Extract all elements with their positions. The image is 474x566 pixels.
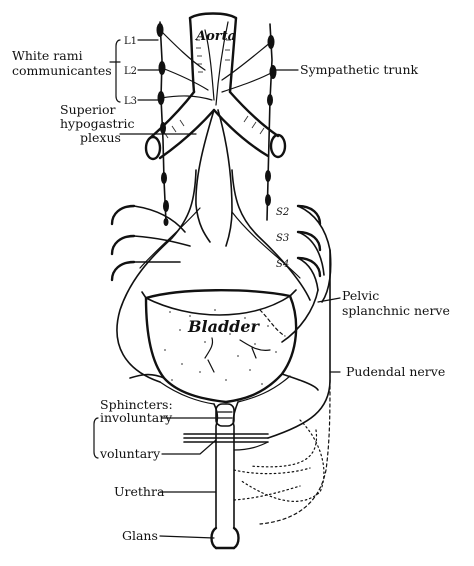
left-sacral-roots [110, 204, 191, 282]
s2-label: S2 [276, 207, 289, 218]
s4-label: S4 [276, 259, 289, 270]
glans [210, 526, 240, 550]
s3-label: S3 [276, 233, 289, 244]
white-rami-fibres [159, 21, 274, 106]
bladder-neck [129, 373, 319, 405]
white-rami-label-line2: communicantes [12, 63, 112, 78]
involuntary-label: involuntary [100, 410, 173, 425]
l3-label: L3 [124, 96, 137, 107]
right-sympathetic-chain [265, 23, 277, 221]
pelvic-splanchnic-label-line1: Pelvic [342, 288, 379, 303]
glans-label: Glans [122, 528, 158, 543]
urethra-label: Urethra [114, 484, 165, 499]
voluntary-sphincter [183, 433, 269, 443]
sphincters-label: Sphincters: [100, 397, 173, 412]
urethra-branch-nerves [233, 441, 311, 501]
leader-lines [93, 39, 341, 539]
pudendal-nerve-label: Pudendal nerve [346, 364, 445, 379]
voluntary-label: voluntary [99, 446, 161, 461]
l2-label: L2 [124, 66, 137, 77]
aorta-label: Aorta [194, 29, 236, 44]
pelvic-nerve-outline [116, 169, 311, 383]
hypogastric-nerves [139, 109, 301, 279]
right-sacral-roots [281, 204, 332, 343]
superior-hypogastric-label-line3: plexus [80, 130, 121, 145]
pelvic-splanchnic-label-line2: splanchnic nerve [342, 303, 450, 318]
l1-label: L1 [124, 36, 137, 47]
left-sympathetic-chain [156, 21, 169, 226]
superior-hypogastric-label-line1: Superior [60, 102, 116, 117]
white-rami-label-line1: White rami [12, 48, 83, 63]
bladder [141, 289, 298, 404]
sympathetic-trunk-label: Sympathetic trunk [300, 62, 418, 77]
bladder-label: Bladder [187, 317, 261, 336]
urethra [213, 401, 239, 529]
superior-hypogastric-label-line2: hypogastric [60, 116, 135, 131]
